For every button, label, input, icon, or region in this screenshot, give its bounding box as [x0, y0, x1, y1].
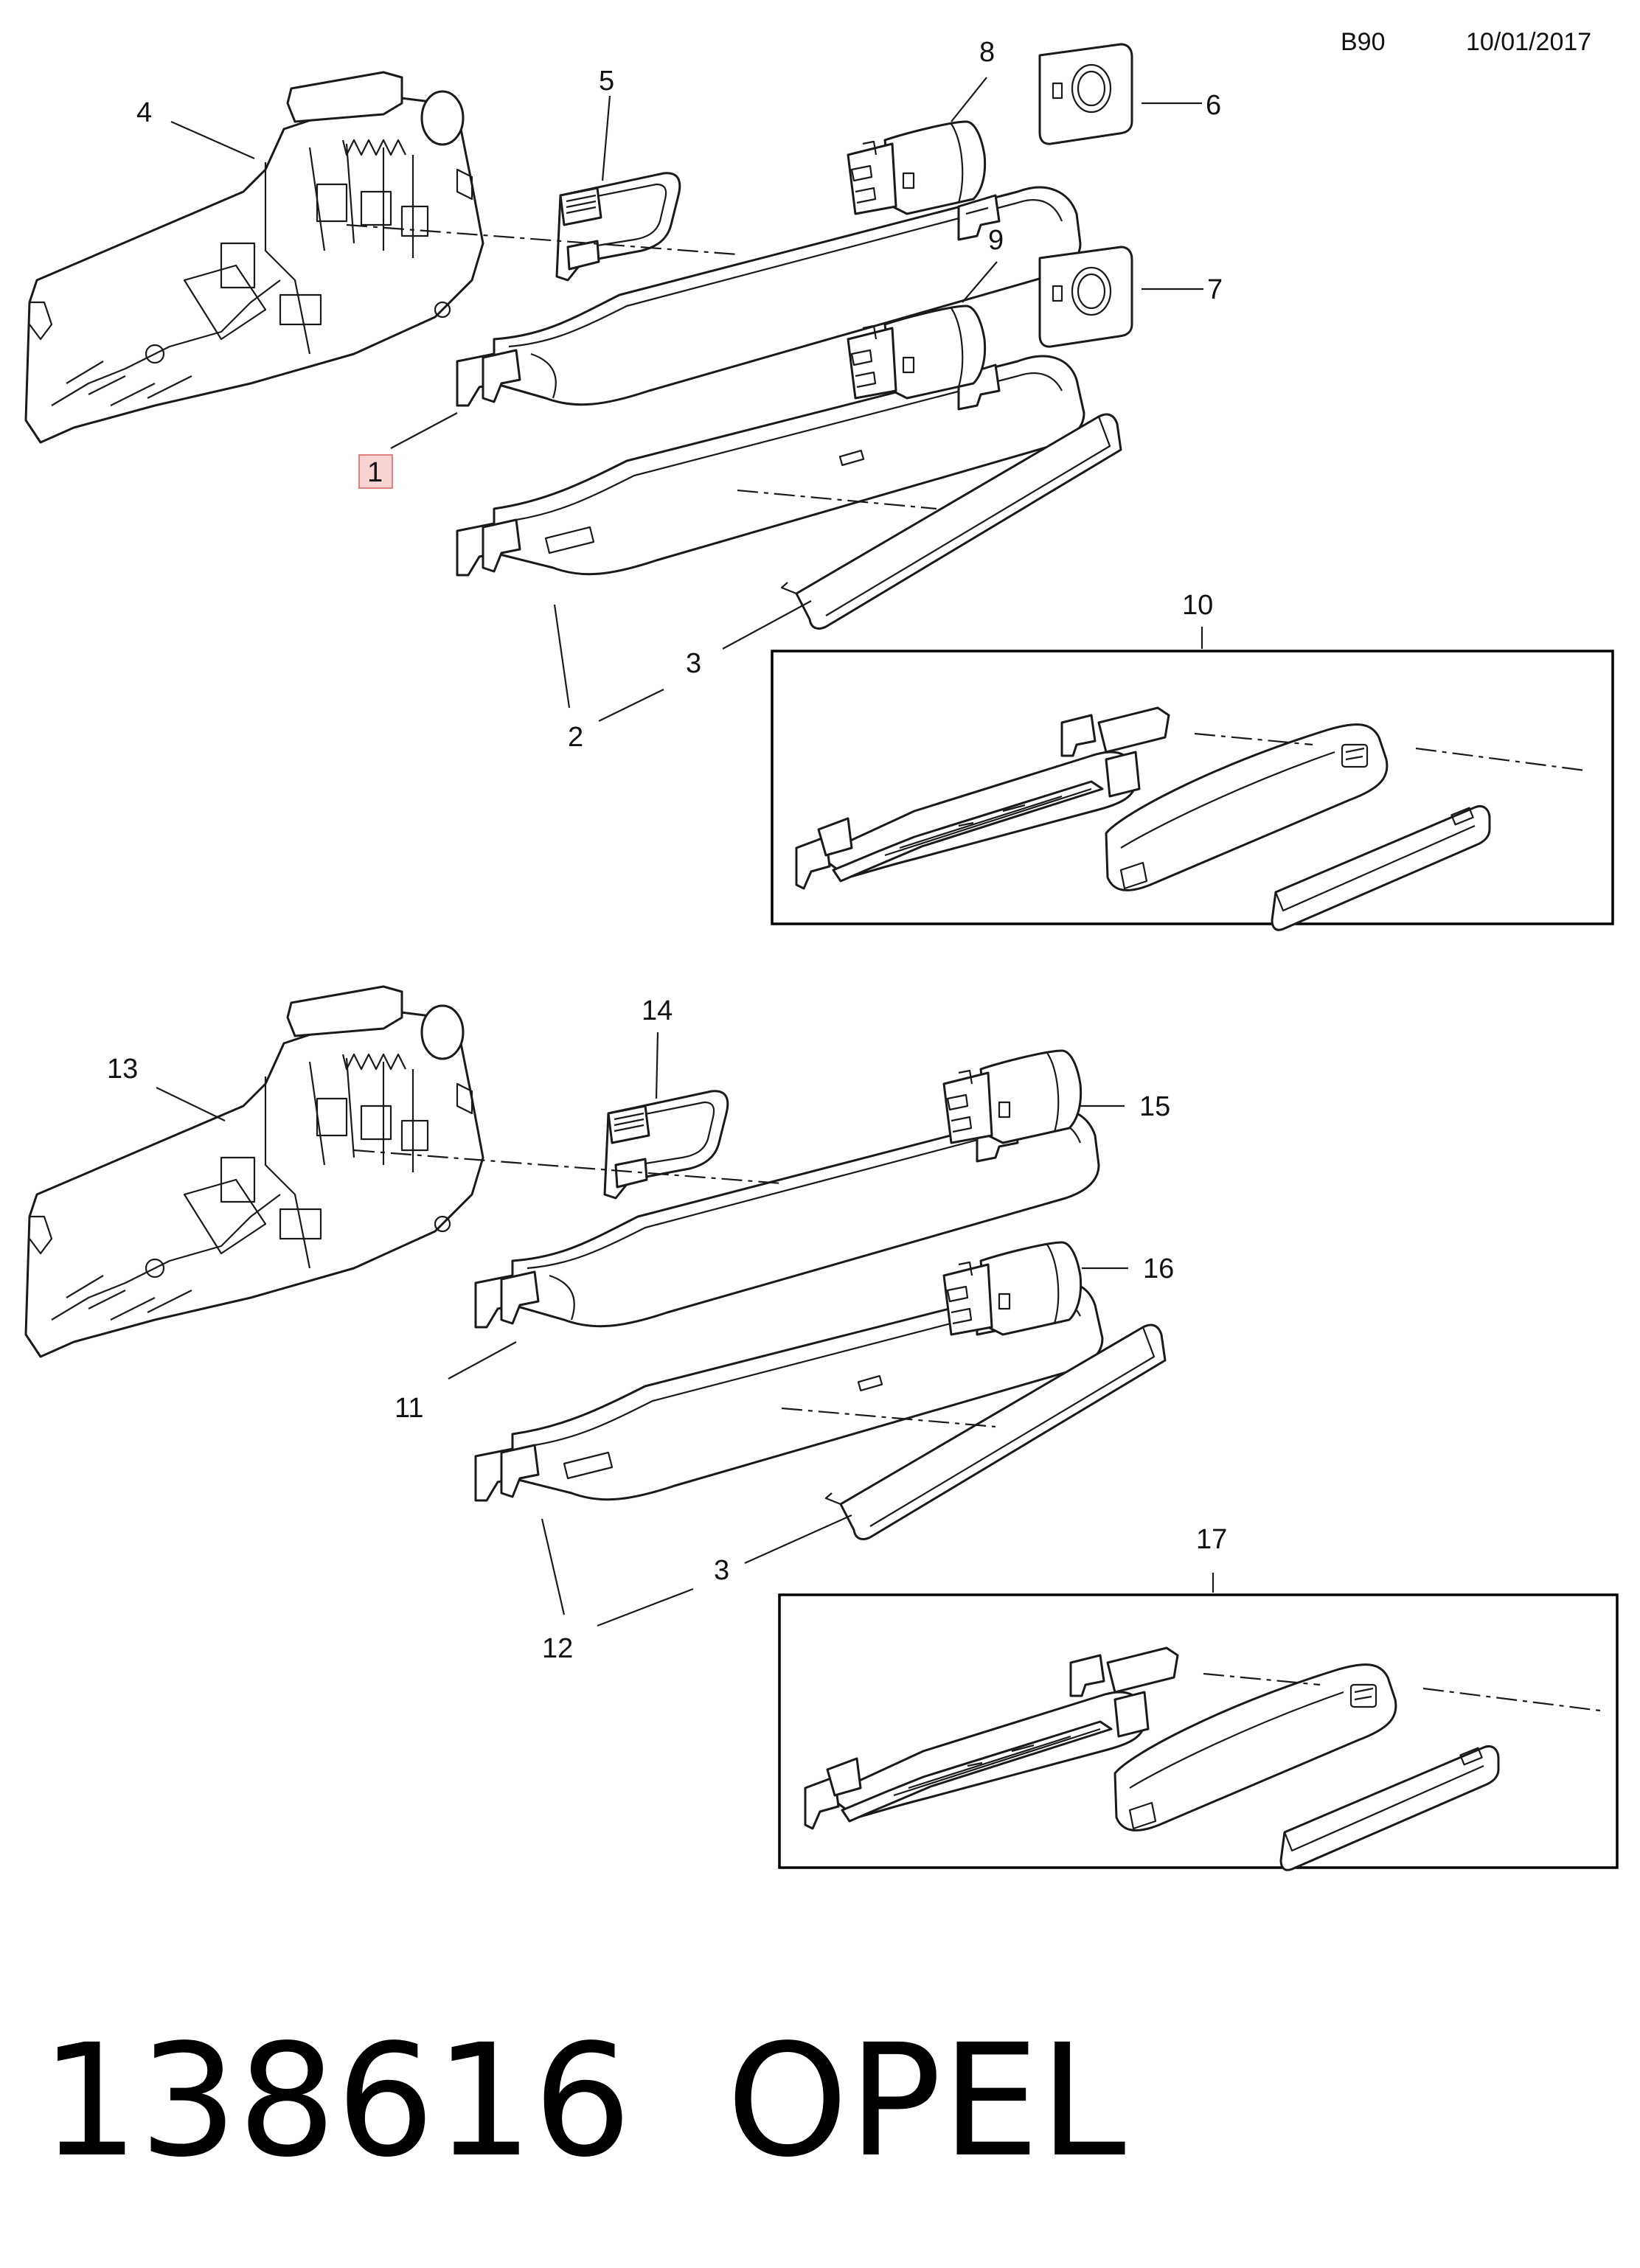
callout-7: 7 — [1207, 274, 1223, 305]
kit-box-17 — [778, 1593, 1619, 1869]
alignment-line — [1203, 1672, 1321, 1686]
leader-line — [156, 1087, 226, 1121]
insert-plate-5 — [555, 172, 681, 282]
leader-line — [655, 1032, 659, 1099]
leader-line — [598, 689, 664, 722]
callout-12: 12 — [542, 1633, 573, 1664]
callout-14: 14 — [642, 995, 673, 1026]
cylinder-cap-6 — [1038, 43, 1133, 145]
callout-3-lower: 3 — [714, 1555, 729, 1586]
leader-line — [601, 95, 611, 181]
handle-carrier-13 — [24, 985, 484, 1358]
kit-box-10 — [771, 650, 1614, 925]
leader-line — [962, 261, 998, 303]
callout-6: 6 — [1206, 90, 1221, 121]
callout-1-highlight — [358, 454, 393, 489]
insert-plate-14 — [603, 1090, 729, 1200]
leader-line — [597, 1587, 694, 1627]
alignment-line — [353, 1149, 782, 1185]
lock-cylinder-8 — [847, 120, 987, 215]
header-code: B90 — [1341, 28, 1386, 56]
callout-11: 11 — [395, 1393, 423, 1424]
alignment-line — [1422, 1687, 1601, 1712]
callout-13: 13 — [107, 1054, 138, 1085]
callout-2: 2 — [568, 722, 583, 753]
header-date: 10/01/2017 — [1466, 28, 1591, 56]
alignment-line — [737, 489, 937, 510]
lock-cylinder-16 — [942, 1241, 1083, 1336]
leader-line — [553, 604, 571, 709]
handle-carrier-4 — [24, 71, 484, 444]
callout-17: 17 — [1196, 1524, 1227, 1555]
callout-3: 3 — [686, 648, 701, 679]
alignment-line — [1415, 747, 1586, 772]
footer-part-number: 138616 — [41, 2011, 632, 2191]
leader-line — [541, 1518, 566, 1615]
leader-line — [951, 77, 987, 122]
leader-line — [390, 412, 458, 449]
callout-1: 1 — [367, 457, 383, 488]
handle-kit-17 — [804, 1646, 1500, 1871]
leader-line — [722, 600, 812, 650]
leader-line — [744, 1514, 852, 1565]
callout-16: 16 — [1143, 1253, 1174, 1284]
cylinder-cap-7 — [1038, 246, 1133, 348]
leader-line — [170, 120, 255, 160]
callout-9: 9 — [988, 225, 1004, 256]
callout-8: 8 — [979, 37, 995, 68]
callout-5: 5 — [599, 66, 614, 97]
handle-kit-10 — [795, 706, 1491, 931]
lock-cylinder-15 — [942, 1049, 1083, 1144]
callout-15: 15 — [1139, 1091, 1170, 1122]
callout-10: 10 — [1182, 590, 1213, 621]
alignment-line — [1194, 732, 1313, 746]
callout-4: 4 — [136, 97, 152, 128]
footer-brand: OPEL — [726, 2011, 1126, 2191]
alignment-line — [346, 223, 738, 256]
leader-line — [448, 1341, 517, 1380]
